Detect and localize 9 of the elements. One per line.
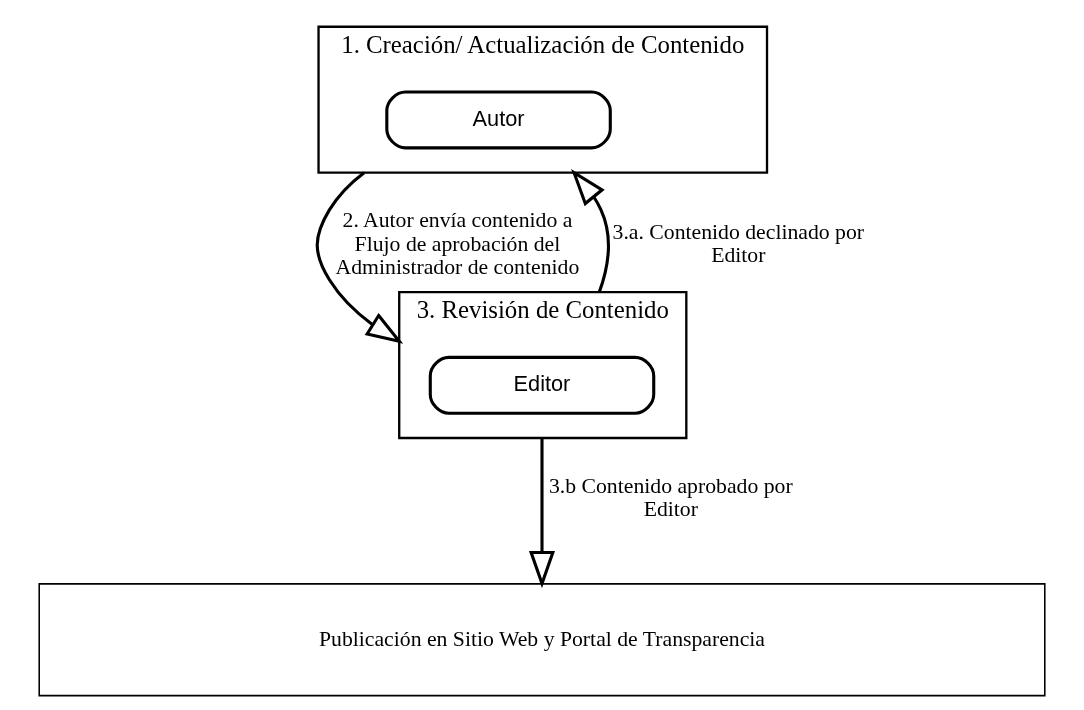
node-box: Editor <box>428 355 656 415</box>
edge-label: 3.a. Contenido declinado por Editor <box>612 219 865 268</box>
arrow <box>528 438 556 589</box>
node-box: Autor <box>385 90 612 150</box>
node-box: Publicación en Sitio Web y Portal de Transparencia <box>38 583 1046 697</box>
arrow <box>315 171 404 344</box>
edge-label: 2. Autor envía contenido a Flujo de aprobación del Administrador de contenido <box>335 208 580 279</box>
edge-label: 3.b Contenido aprobado por Editor <box>548 473 793 521</box>
arrow <box>571 169 610 293</box>
